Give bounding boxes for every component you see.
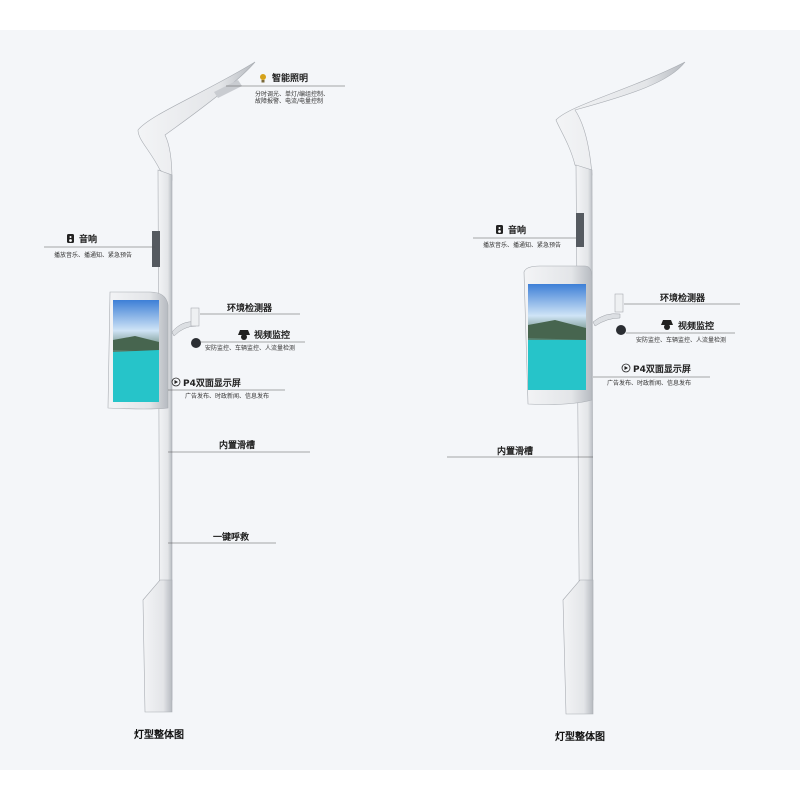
left-audio-desc: 播放音乐、播通知、紧急预告 <box>54 251 132 259</box>
right-pole <box>523 61 686 715</box>
right-screen-desc: 广告发布、时政新闻、信息发布 <box>607 379 691 387</box>
camera-icon <box>238 330 250 340</box>
camera-icon <box>661 320 673 330</box>
play-icon <box>171 377 181 387</box>
left-labels: 智能照明 分时调光、单灯/编组控制、 故障报警、电流/电量控制 音响 播放音乐、… <box>44 72 345 741</box>
left-pole <box>107 61 256 713</box>
left-speaker-box <box>152 231 160 267</box>
right-env-title: 环境检测器 <box>660 292 706 304</box>
left-video-title: 视频监控 <box>254 329 290 341</box>
left-screen-desc: 广告发布、时政新闻、信息发布 <box>185 392 269 400</box>
left-camera-dome <box>191 338 201 348</box>
right-env-sensor <box>614 293 624 313</box>
right-video-title: 视频监控 <box>678 320 714 332</box>
left-sos-title: 一键呼救 <box>213 531 250 543</box>
left-slot-title: 内置滑槽 <box>219 439 255 451</box>
left-pole-base <box>142 579 173 713</box>
right-slot-title: 内置滑槽 <box>497 445 533 457</box>
bulb-icon <box>260 74 266 83</box>
right-lamp-arm <box>555 61 686 176</box>
left-lamp-arm <box>137 61 256 181</box>
right-screen-title: P4双面显示屏 <box>633 364 691 375</box>
left-video-desc: 安防监控、车辆监控、人流量检测 <box>205 344 295 352</box>
left-env-sensor <box>190 307 200 327</box>
speaker-icon <box>67 234 74 243</box>
speaker-icon <box>496 225 503 234</box>
left-lamp-head <box>214 80 242 98</box>
right-audio-title: 音响 <box>508 224 526 236</box>
left-screen-title: P4双面显示屏 <box>183 378 241 389</box>
left-lighting-desc1: 分时调光、单灯/编组控制、 <box>255 90 329 98</box>
left-lighting-desc2: 故障报警、电流/电量控制 <box>255 97 323 105</box>
left-caption: 灯型整体图 <box>134 728 184 741</box>
right-labels: 音响 播放音乐、播通知、紧急预告 环境检测器 视频监控 安防监控、车辆监控、人流… <box>447 224 740 743</box>
play-icon <box>621 363 631 373</box>
right-camera-arm <box>592 313 621 327</box>
right-camera-dome <box>616 325 626 335</box>
left-lighting-title: 智能照明 <box>272 72 308 84</box>
right-pole-base <box>562 579 594 715</box>
left-env-title: 环境检测器 <box>227 302 273 314</box>
right-caption: 灯型整体图 <box>555 730 605 743</box>
right-speaker-box <box>576 213 584 247</box>
right-video-desc: 安防监控、车辆监控、人流量检测 <box>636 336 726 344</box>
right-audio-desc: 播放音乐、播通知、紧急预告 <box>483 241 561 249</box>
left-audio-title: 音响 <box>79 233 97 245</box>
